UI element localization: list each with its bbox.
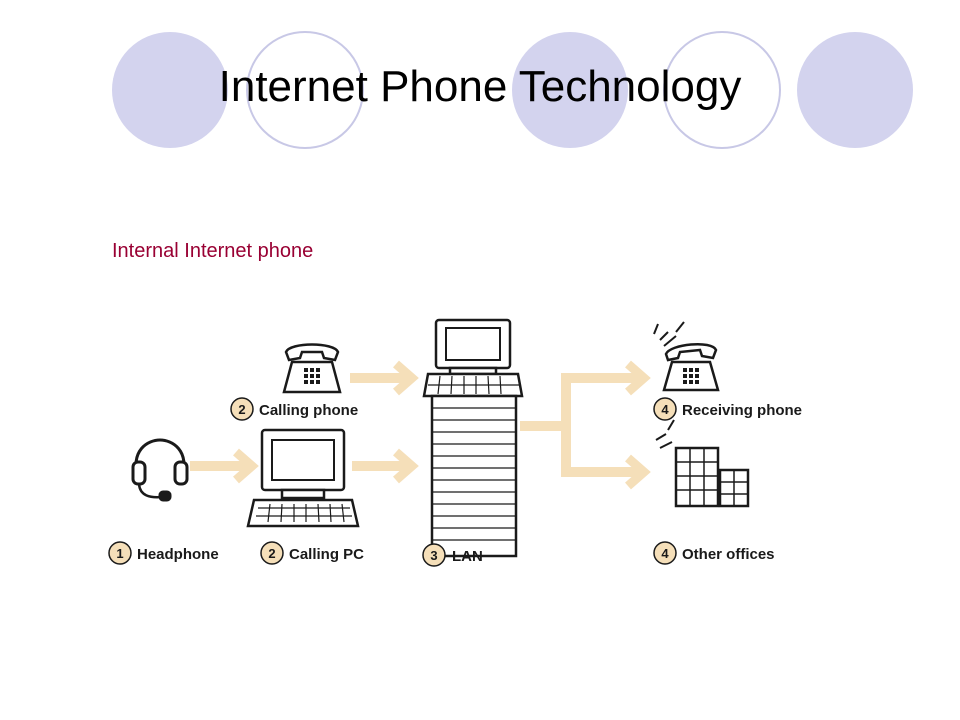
step-badge [230,397,254,421]
label-headphone: 1 Headphone [108,541,219,565]
label-text: Headphone [137,546,219,563]
flow-arrows [190,360,651,490]
label-text: LAN [452,548,483,565]
label-calling-pc: 2 Calling PC [260,541,364,565]
header-circle-1 [112,32,228,148]
lan-server-icon [422,318,524,558]
step-number: 4 [661,402,669,417]
header-circle-5 [797,32,913,148]
office-buildings-icon [655,419,750,508]
label-calling-phone: 2 Calling phone [230,397,358,421]
headset-icon [131,438,189,502]
step-number: 2 [268,546,275,561]
calling-phone-icon [282,343,342,394]
calling-pc-icon [246,428,360,528]
step-badge [653,397,677,421]
arrow-to-receiving-phone-head [625,360,651,396]
step-number: 4 [661,546,669,561]
slide-subtitle: Internal Internet phone [112,240,314,262]
header-circle-3 [512,32,628,148]
step-number: 3 [430,548,437,563]
label-lan: 3 LAN [422,543,483,567]
arrow-phone-to-lan-head [393,360,419,396]
step-number: 1 [116,546,123,561]
step-badge [422,543,446,567]
step-badge [260,541,284,565]
label-receiving-phone: 4 Receiving phone [653,397,802,421]
label-text: Receiving phone [682,402,802,419]
receiving-phone-icon [653,321,720,392]
step-badge [653,541,677,565]
arrow-pc-to-lan-head [393,448,419,484]
label-text: Other offices [682,546,775,563]
step-badge [108,541,132,565]
label-text: Calling PC [289,546,364,563]
arrow-headphone-to-pc-head [233,448,259,484]
step-number: 2 [238,402,245,417]
slide-title: Internet Phone Technology [218,62,742,111]
arrow-to-other-offices-head [625,454,651,490]
header-circle-2 [246,31,364,149]
label-other-offices: 4 Other offices [653,541,775,565]
header-circles [112,31,913,149]
header-circle-4 [663,31,781,149]
label-text: Calling phone [259,402,358,419]
